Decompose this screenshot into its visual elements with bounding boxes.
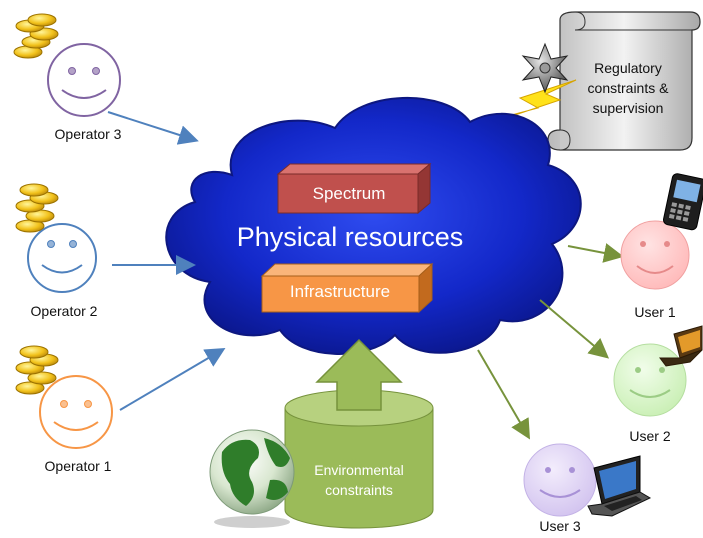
globe-icon xyxy=(209,429,295,528)
user3-label: User 3 xyxy=(539,518,581,534)
regulatory-line-2: constraints & xyxy=(587,80,669,96)
user2-label: User 2 xyxy=(629,428,671,444)
regulatory-line-3: supervision xyxy=(592,100,664,116)
operator1-label: Operator 1 xyxy=(44,458,112,474)
user1-label: User 1 xyxy=(634,304,676,320)
environmental-label: Environmental constraints xyxy=(314,460,404,500)
infrastructure-block xyxy=(260,262,434,314)
physical-resources-title: Physical resources xyxy=(236,222,464,252)
environmental-line-2: constraints xyxy=(325,482,393,498)
user1-smiley-icon xyxy=(620,220,690,290)
user1-arrow xyxy=(567,243,624,263)
operator1-arrow xyxy=(119,347,226,411)
user2-arrow xyxy=(539,299,610,359)
spectrum-label: Spectrum xyxy=(312,184,386,203)
operator2-coin-stack-icon xyxy=(15,183,59,233)
spectrum-block xyxy=(276,162,432,215)
operator3-coin-stack-icon xyxy=(13,13,59,59)
infrastructure-label: Infrastructure xyxy=(289,282,391,301)
regulatory-line-1: Regulatory xyxy=(594,60,662,76)
environmental-line-1: Environmental xyxy=(314,462,404,478)
operator3-label: Operator 3 xyxy=(54,126,122,142)
operator1-smiley-icon xyxy=(39,375,113,449)
operator1-coin-stack-icon xyxy=(15,345,59,395)
operator2-label: Operator 2 xyxy=(30,303,98,319)
operator3-smiley-icon xyxy=(47,43,121,117)
user2-smiley-icon xyxy=(613,343,687,417)
operator3-arrow xyxy=(107,111,199,145)
environment-arrow xyxy=(315,338,403,411)
user1-phone-icon xyxy=(663,173,703,231)
regulatory-label: Regulatory constraints & supervision xyxy=(588,58,669,118)
operator2-smiley-icon xyxy=(27,223,97,293)
user3-arrow xyxy=(477,349,531,440)
user3-smiley-icon xyxy=(523,443,597,517)
user2-laptop-icon xyxy=(659,325,703,367)
scroll-icon xyxy=(547,11,701,151)
user3-laptop-icon xyxy=(587,455,652,517)
sheriff-star-icon xyxy=(521,42,569,94)
